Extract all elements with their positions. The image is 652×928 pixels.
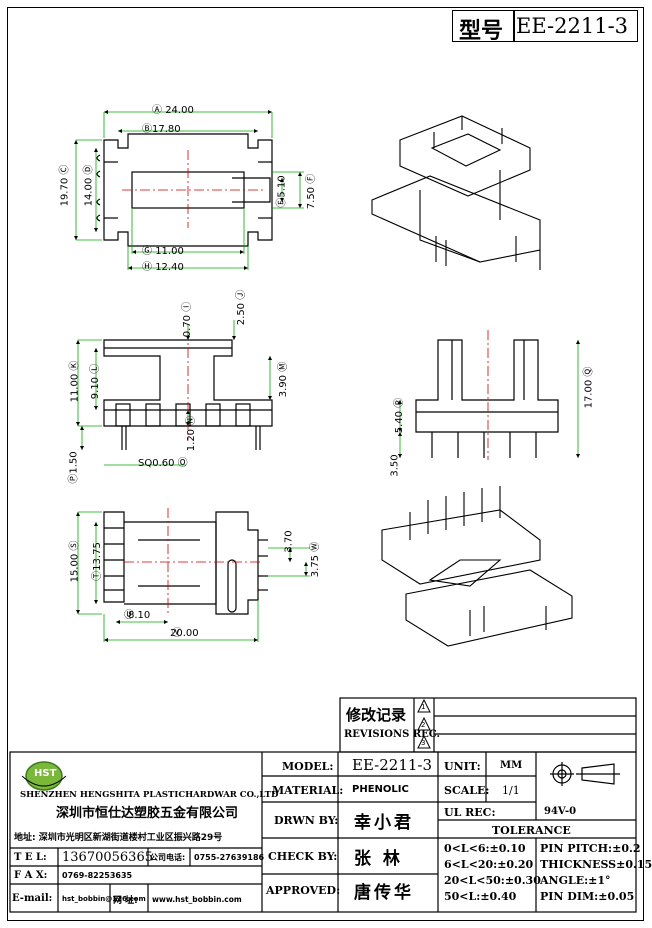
dim-label: 19.70 Ⓒ <box>59 164 71 207</box>
iso-view-top <box>371 115 541 270</box>
dim-label: 3.75 Ⓦ <box>310 541 322 578</box>
scale-label: SCALE: <box>444 784 490 797</box>
approved-value: 唐传华 <box>354 883 414 903</box>
tolerance-item: PIN DIM:±0.05 <box>540 890 635 903</box>
dim-label: Ⓣ13.75 <box>91 542 103 581</box>
dim-label: Ⓗ 12.40 <box>142 262 184 273</box>
check-label: CHECK BY: <box>268 850 338 863</box>
dim-label: 8.10 <box>128 610 151 621</box>
company-address: 地址: 深圳市光明区新湖街道楼村工业区振兴路29号 <box>14 833 223 843</box>
company-phone-label: 公司电话: <box>150 853 186 862</box>
part-title-box: 型号 EE-2211-3 <box>452 10 638 44</box>
dim-label: 1.20 Ⓝ <box>186 415 198 452</box>
drawn-value: 幸小君 <box>354 813 414 833</box>
unit-label: UNIT: <box>444 760 481 773</box>
tolerance-label: TOLERANCE <box>492 824 571 837</box>
material-label: MATERIAL: <box>272 784 344 797</box>
model-label: MODEL: <box>282 760 334 773</box>
bottom-view <box>103 508 268 615</box>
tolerance-item: 50<L:±0.40 <box>444 890 517 903</box>
dim-label: Ⓤ <box>124 610 134 621</box>
revisions-title-cn: 修改记录 <box>346 706 407 724</box>
revision-triangles <box>417 698 431 749</box>
tel-value: 13670056365 <box>62 850 153 865</box>
dim-label: SQ0.60 Ⓞ <box>138 458 188 469</box>
fax-label: F A X: <box>14 870 48 881</box>
revision-mark: 3 <box>421 739 426 747</box>
tolerance-item: PIN PITCH:±0.2 <box>540 842 641 855</box>
dim-label: 3.50 <box>389 454 401 477</box>
tolerance-item: THICKNESS±0.15 <box>540 858 652 871</box>
part-number-title: EE-2211-3 <box>516 14 629 38</box>
dim-label: 17.00 Ⓠ <box>583 366 595 409</box>
tolerance-item: ANGLE:±1° <box>540 874 611 887</box>
company-name-cn: 深圳市恒仕达塑胶五金有限公司 <box>56 806 239 821</box>
dim-label: 5.40 Ⓡ <box>394 397 406 434</box>
tel-label: T E L: <box>14 852 47 863</box>
scale-value: 1/1 <box>502 784 520 797</box>
top-view <box>96 133 273 247</box>
model-value: EE-2211-3 <box>352 756 433 774</box>
email-value: hst_bobbin@126.com <box>62 895 146 903</box>
dim-label: 20.00 <box>170 628 199 639</box>
dim-label: 0.70 Ⓘ <box>182 301 194 338</box>
web-label: 网 址: <box>113 896 138 906</box>
company-name-en: SHENZHEN HENGSHITA PLASTICHARDWAR CO.,LT… <box>20 790 279 800</box>
title-block-lines <box>9 697 637 913</box>
check-value: 张 林 <box>354 849 400 869</box>
dim-label: Ⓖ 11.00 <box>142 246 184 257</box>
material-value: PHENOLIC <box>352 784 409 795</box>
revisions-title-en: REVISIONS REC. <box>344 729 441 740</box>
drawing-frame <box>7 7 644 921</box>
unit-value: MM <box>500 760 523 771</box>
approved-label: APPROVED: <box>266 884 341 897</box>
dim-label: Ⓑ17.80 <box>142 124 181 135</box>
type-label: 型号 <box>459 19 504 44</box>
dim-label: Ⓟ1.50 <box>68 451 80 484</box>
dim-label: 14.00 Ⓓ <box>83 164 95 207</box>
dim-label: 7.50 Ⓕ <box>306 173 318 210</box>
revision-mark: 2 <box>421 721 426 729</box>
tolerance-item: 6<L<20:±0.20 <box>444 858 534 871</box>
drawn-label: DRWN BY: <box>274 814 339 827</box>
iso-view-bottom <box>381 486 573 647</box>
dim-label: 2.50 Ⓙ <box>236 289 248 326</box>
fax-value: 0769-82253635 <box>62 871 133 880</box>
revision-mark: 1 <box>421 703 426 711</box>
ul-value: 94V-0 <box>544 806 577 817</box>
front-view <box>103 330 273 450</box>
logo-text: HST <box>34 768 57 779</box>
dim-label: 11.00 Ⓚ <box>69 360 81 403</box>
tolerance-item: 0<L<6:±0.10 <box>444 842 526 855</box>
dim-label: 9.10 Ⓛ <box>90 363 102 400</box>
dim-label: 3.90 Ⓜ <box>278 361 290 398</box>
dim-label: 15.00 Ⓢ <box>69 540 81 583</box>
dim-label: 3.70 <box>283 530 295 553</box>
tolerance-item: 20<L<50:±0.30 <box>444 874 541 887</box>
email-label: E-mail: <box>12 893 53 904</box>
dim-label: Ⓐ 24.00 <box>152 105 194 116</box>
web-value: www.hst_bobbin.com <box>152 895 242 904</box>
ul-label: UL REC: <box>444 806 496 819</box>
company-logo <box>21 761 67 791</box>
dim-label: Ⓥ <box>172 628 182 639</box>
dim-label: Ⓔ5.10 <box>276 175 288 208</box>
company-phone-value: 0755-27639186 <box>194 853 265 862</box>
side-view <box>415 330 559 460</box>
